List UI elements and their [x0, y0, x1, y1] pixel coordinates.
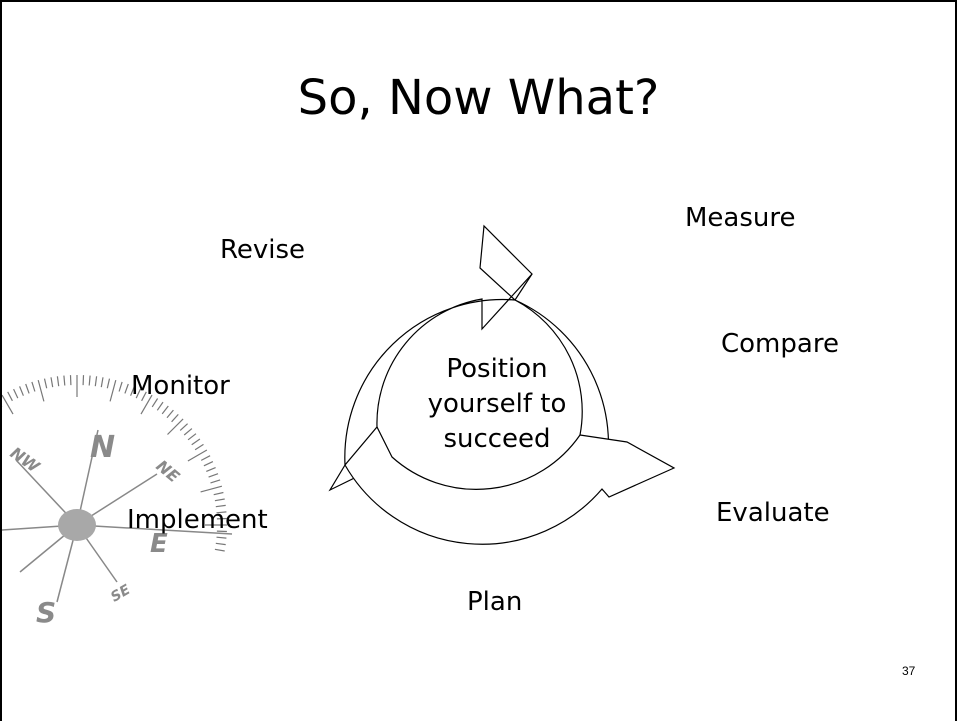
compass-tick	[187, 433, 197, 441]
compass-tick	[31, 381, 36, 392]
compass-tick	[2, 394, 14, 415]
center-text-line: succeed	[443, 424, 551, 454]
cycle-arrow-bottom	[344, 425, 676, 545]
compass-tick	[124, 383, 129, 394]
compass-tick	[130, 386, 135, 396]
compass-tick	[43, 378, 48, 389]
compass-needle-north	[76, 429, 99, 526]
compass-tick	[203, 461, 214, 467]
compass-tick	[166, 409, 174, 419]
compass-tick	[210, 479, 221, 484]
compass-letter-e: E	[150, 529, 168, 559]
compass-tick	[94, 376, 98, 387]
compass-tick	[194, 443, 204, 451]
step-evaluate: Evaluate	[716, 498, 830, 528]
compass-tick	[215, 542, 226, 546]
compass-tick	[208, 473, 219, 478]
step-revise: Revise	[220, 235, 306, 265]
compass-tick	[37, 379, 45, 402]
compass-tick	[200, 455, 211, 461]
compass-letter-s: S	[36, 596, 56, 629]
compass-tick	[216, 536, 227, 539]
compass-tick	[141, 391, 147, 402]
compass-tick	[135, 388, 141, 399]
compass-tick	[140, 394, 153, 415]
compass-tick	[179, 423, 189, 431]
page-title: So, Now What?	[297, 70, 660, 126]
compass-tick	[100, 377, 104, 388]
step-measure: Measure	[685, 203, 796, 233]
cycle-center-text: Position yourself to succeed	[407, 352, 587, 457]
compass-tick	[56, 376, 60, 387]
step-compare: Compare	[721, 329, 839, 359]
compass-needle-east	[76, 524, 233, 535]
compass-tick	[13, 388, 19, 399]
compass-tick	[215, 504, 226, 508]
compass-tick	[183, 428, 193, 436]
compass-tick	[7, 391, 13, 402]
compass-tick	[88, 375, 91, 386]
compass-tick	[213, 491, 224, 496]
compass-tick	[200, 485, 223, 493]
compass-tick	[214, 498, 225, 502]
compass-tick	[109, 379, 117, 402]
compass-center-dot	[58, 509, 96, 541]
compass-tick	[25, 383, 30, 394]
compass-tick	[156, 401, 164, 411]
compass-tick	[216, 511, 227, 514]
step-implement: Implement	[127, 505, 268, 535]
compass-tick	[191, 438, 201, 446]
compass-tick	[106, 378, 111, 389]
compass-tick	[187, 449, 208, 462]
compass-tick	[118, 381, 123, 392]
compass-tick	[214, 548, 225, 552]
center-text-line: yourself to	[427, 389, 567, 419]
compass-tick	[206, 467, 216, 472]
compass-tick	[19, 386, 24, 396]
step-monitor: Monitor	[131, 371, 230, 401]
compass-tick	[63, 375, 66, 386]
compass-tick	[50, 377, 54, 388]
step-plan: Plan	[467, 587, 523, 617]
compass-letter-n: N	[90, 430, 115, 465]
compass-tick	[171, 413, 179, 423]
compass-tick	[151, 398, 159, 408]
page-number: 37	[902, 664, 916, 678]
compass-tick	[161, 405, 169, 415]
center-text-line: Position	[446, 354, 548, 384]
compass-tick	[167, 418, 184, 435]
